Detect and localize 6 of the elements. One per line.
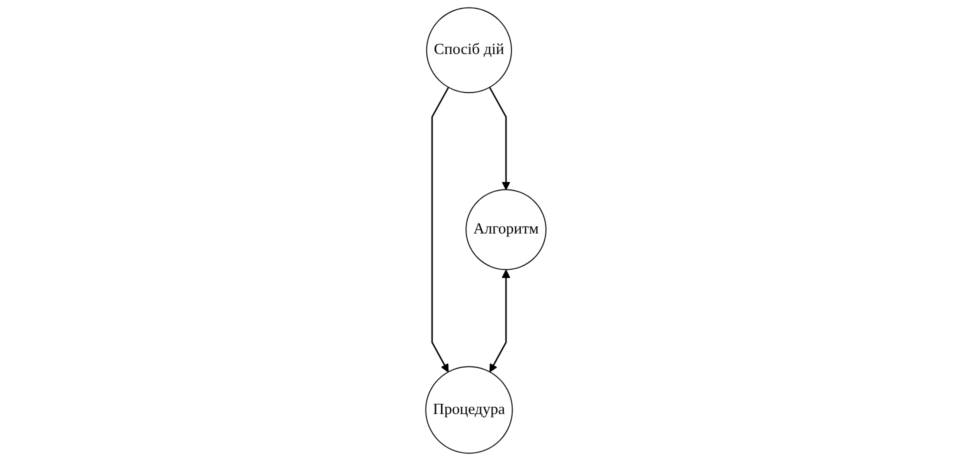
arrow [490,270,510,372]
arrow [489,86,510,190]
node-circle: Спосіб дій [426,7,512,94]
arrow [432,86,450,372]
node-circle: Алгоритм [466,189,547,270]
node-circle: Процедура [425,366,513,454]
